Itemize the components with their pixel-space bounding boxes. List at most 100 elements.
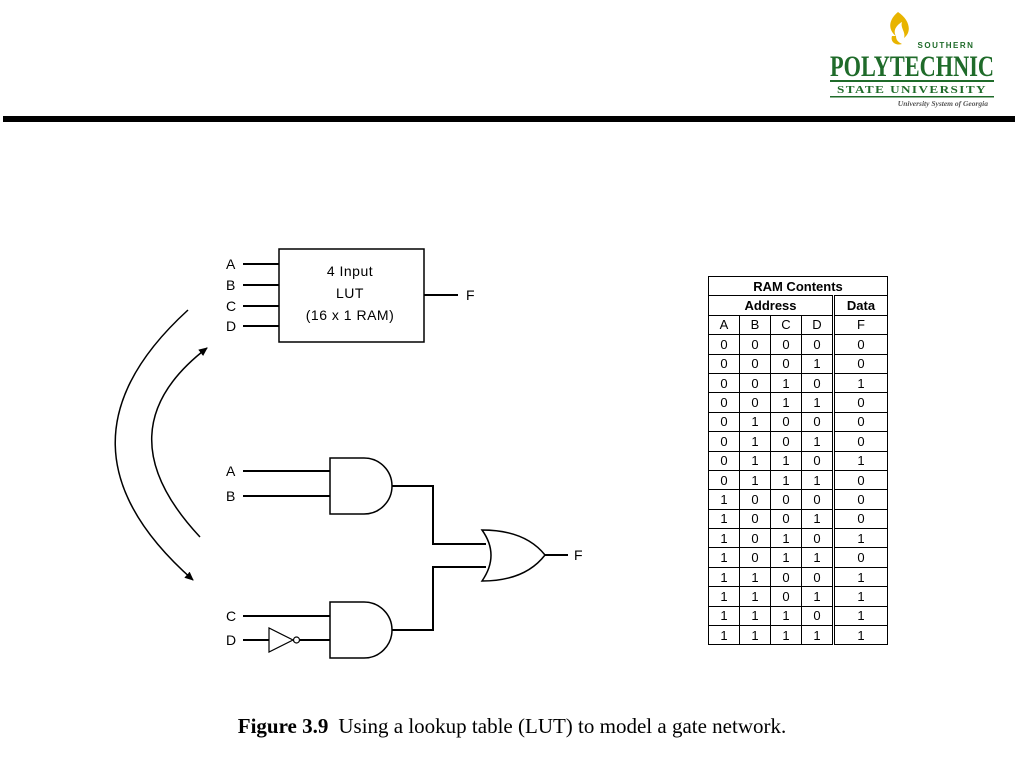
address-cell: 1 (739, 411, 771, 433)
address-cell: 0 (801, 489, 834, 510)
inverter-triangle (268, 627, 295, 653)
address-cell: 1 (801, 625, 834, 646)
address-cell: 0 (801, 450, 834, 471)
data-cell: 1 (832, 566, 888, 588)
outer-curve-arrow (114, 309, 194, 581)
address-cell: 1 (801, 431, 834, 452)
address-cell: 1 (708, 547, 740, 568)
address-cell: 1 (770, 605, 802, 627)
address-cell: 1 (739, 625, 771, 646)
address-cell: 0 (801, 605, 834, 627)
address-cell: 0 (801, 566, 834, 588)
address-cell: 0 (770, 334, 802, 355)
lut-output-label: F (466, 287, 475, 303)
logo-line1: SOUTHERN (918, 41, 975, 50)
and1-to-or-wire (392, 485, 486, 545)
data-cell: 1 (832, 528, 888, 549)
header-rule (3, 116, 1015, 122)
address-cell: 0 (801, 372, 834, 394)
address-cell: 1 (801, 508, 834, 530)
address-cell: 1 (801, 353, 834, 374)
data-cell: 0 (832, 431, 888, 452)
address-cell: 1 (770, 528, 802, 549)
data-cell: 1 (832, 586, 888, 607)
address-cell: 1 (708, 586, 740, 607)
address-cell: 0 (739, 508, 771, 530)
address-cell: 1 (801, 392, 834, 413)
address-cell: 1 (770, 372, 802, 394)
address-cell: 0 (770, 411, 802, 433)
address-cell: 0 (708, 431, 740, 452)
column-header-row: A B C D F (708, 314, 888, 336)
data-cell: 0 (832, 334, 888, 355)
lut-line2: LUT (336, 285, 364, 301)
address-cell: 0 (708, 411, 740, 433)
address-cell: 1 (739, 431, 771, 452)
address-cell: 0 (770, 508, 802, 530)
address-cell: 0 (708, 334, 740, 355)
address-cell: 0 (739, 392, 771, 413)
address-cell: 1 (801, 469, 834, 491)
address-cell: 0 (708, 372, 740, 394)
gate-label-a: A (226, 463, 236, 479)
address-cell: 0 (708, 450, 740, 471)
data-cell: 0 (832, 489, 888, 510)
gate-output-label: F (574, 547, 583, 563)
address-cell: 0 (770, 353, 802, 374)
data-cell: 1 (832, 605, 888, 627)
address-cell: 1 (708, 625, 740, 646)
address-cell: 1 (739, 469, 771, 491)
address-cell: 1 (770, 450, 802, 471)
address-cell: 0 (708, 469, 740, 491)
address-cell: 0 (739, 547, 771, 568)
inner-curve-arrow (151, 347, 208, 538)
and2-to-or-wire (392, 566, 486, 631)
address-cell: 0 (770, 566, 802, 588)
flame-icon (890, 12, 909, 45)
address-cell: 0 (739, 528, 771, 549)
data-cell: 1 (832, 450, 888, 471)
address-cell: 0 (770, 489, 802, 510)
col-header-f: F (832, 314, 888, 336)
address-cell: 0 (739, 372, 771, 394)
figure-label: Figure 3.9 (237, 714, 329, 738)
or-gate (480, 529, 546, 582)
address-cell: 0 (739, 353, 771, 374)
address-cell: 0 (801, 411, 834, 433)
address-cell: 1 (708, 489, 740, 510)
address-cell: 1 (801, 547, 834, 568)
address-cell: 0 (708, 392, 740, 413)
logo-line4: University System of Georgia (898, 99, 988, 108)
data-cell: 0 (832, 411, 888, 433)
lut-label-c: C (226, 298, 236, 314)
address-cell: 1 (708, 605, 740, 627)
address-cell: 1 (770, 392, 802, 413)
address-cell: 1 (708, 508, 740, 530)
col-header-a: A (708, 314, 740, 336)
ram-table-title: RAM Contents (708, 275, 888, 297)
address-cell: 0 (708, 353, 740, 374)
address-cell: 1 (770, 625, 802, 646)
gate-label-d: D (226, 632, 236, 648)
address-cell: 1 (739, 586, 771, 607)
col-header-b: B (739, 314, 771, 336)
logo-line2: POLYTECHNIC (830, 50, 994, 83)
col-header-d: D (801, 314, 834, 336)
data-cell: 0 (832, 469, 888, 491)
gate-label-b: B (226, 488, 235, 504)
